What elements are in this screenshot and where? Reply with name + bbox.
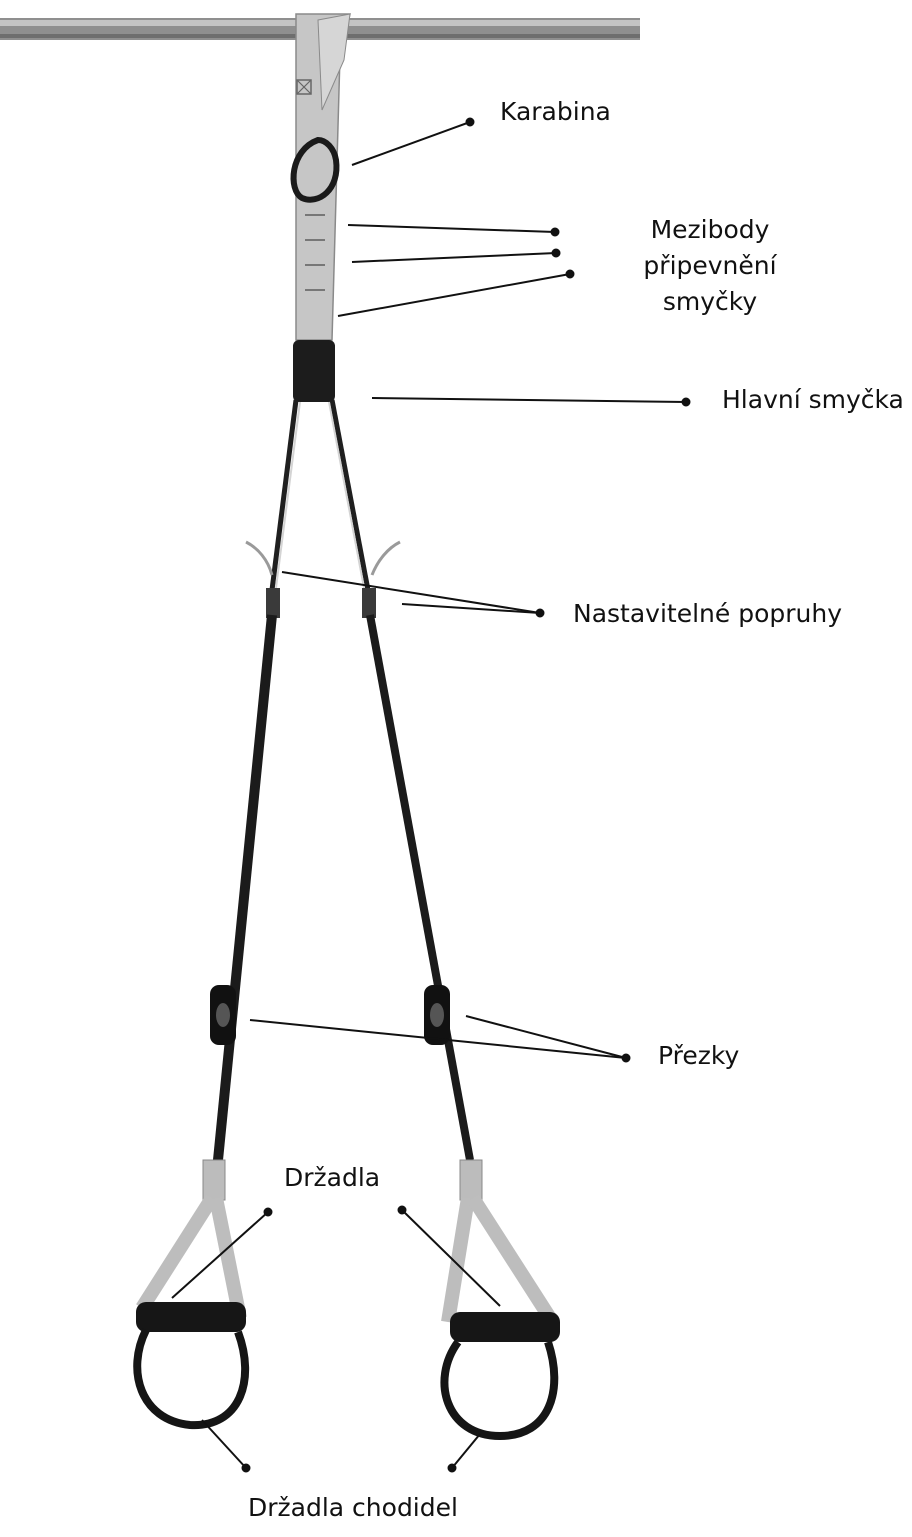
- label-handles: Držadla: [284, 1160, 380, 1196]
- leader-handles-right: [402, 1210, 500, 1306]
- label-buckles: Přezky: [658, 1038, 739, 1074]
- label-adjustable-straps: Nastavitelné popruhy: [573, 596, 842, 632]
- leader-anchor-2: [352, 253, 556, 262]
- leader-buckles-2: [466, 1016, 626, 1058]
- leader-anchor-1: [348, 225, 555, 232]
- leader-buckles-1: [250, 1020, 626, 1058]
- label-anchor-points-line-1: Mezibody: [630, 212, 790, 248]
- label-main-loop: Hlavní smyčka: [722, 382, 904, 418]
- leader-main-loop: [372, 398, 686, 402]
- label-carabiner: Karabina: [500, 94, 611, 130]
- leader-straps-2: [402, 604, 540, 613]
- leader-carabiner: [352, 122, 470, 165]
- leader-feet-left: [202, 1420, 246, 1468]
- label-anchor-points-line-2: připevnění: [630, 248, 790, 284]
- leader-anchor-3: [338, 274, 570, 316]
- leader-dot-carabiner: [467, 119, 474, 126]
- label-foot-cradles: Držadla chodidel: [248, 1490, 458, 1526]
- leader-handles-left: [172, 1212, 268, 1298]
- label-anchor-points-line-3: smyčky: [630, 284, 790, 320]
- leader-straps-1: [282, 572, 540, 613]
- label-anchor-points: Mezibody připevnění smyčky: [630, 212, 790, 320]
- leader-feet-right: [452, 1434, 480, 1468]
